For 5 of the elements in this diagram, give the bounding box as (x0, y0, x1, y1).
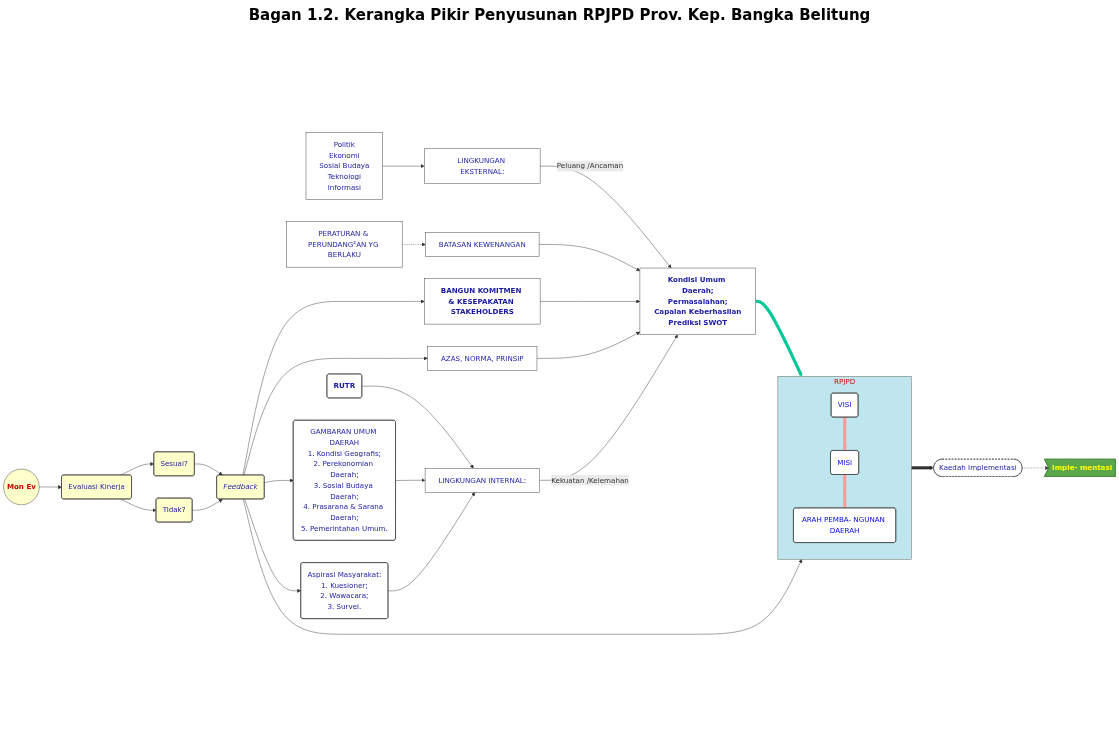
diagram-title: Bagan 1.2. Kerangka Pikir Penyusunan RPJPD Prov. Kep. Bangka Belitung (247, 5, 872, 26)
arrow (911, 465, 934, 470)
arrow (842, 417, 847, 451)
arrow (842, 474, 847, 509)
arrow (755, 299, 803, 377)
